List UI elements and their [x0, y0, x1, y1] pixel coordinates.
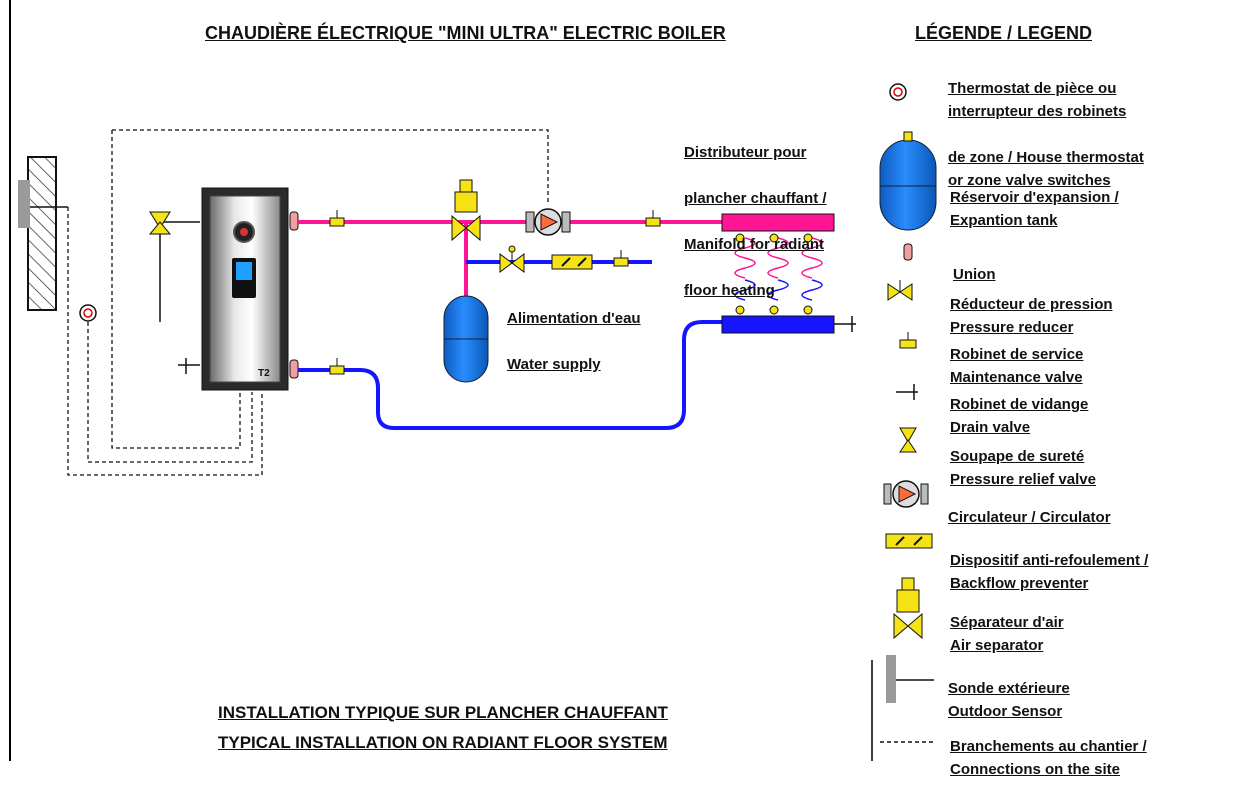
bottom-title-line1: INSTALLATION TYPIQUE SUR PLANCHER CHAUFF…: [218, 703, 668, 722]
legend-item-circulator: Circulateur / Circulator: [948, 509, 1111, 526]
union-icon: [903, 243, 913, 261]
legend-item-backflow: Dispositif anti-refoulement /Backflow pr…: [950, 552, 1149, 592]
supply-manifold: [721, 213, 835, 232]
circulator-icon: [883, 480, 929, 508]
legend-item-expansion-tank: Réservoir d'expansion /Expantion tank: [950, 189, 1119, 229]
expansion-tank-icon: [879, 131, 937, 231]
pressure-reducer-icon: [887, 280, 913, 301]
exterior-wall: [18, 156, 68, 311]
air-separator-icon: [893, 577, 923, 640]
backflow-preventer: [551, 254, 593, 270]
thermostat-icon: [889, 83, 907, 101]
site-wiring: [67, 129, 549, 476]
legend-item-union: Union: [953, 266, 996, 283]
manifold-label: Distributeur pour plancher chauffant / M…: [684, 144, 827, 299]
expansion-tank: [443, 295, 489, 383]
boiler-drain: [178, 358, 200, 374]
service-valves: [329, 210, 661, 375]
relief-valve: [148, 211, 200, 322]
main-title: CHAUDIÈRE ÉLECTRIQUE "MINI ULTRA" ELECTR…: [205, 23, 726, 43]
backflow-preventer-icon: [885, 533, 933, 549]
pressure-relief-valve-icon: [899, 427, 917, 453]
return-union: [289, 359, 299, 379]
bottom-title-line2: TYPICAL INSTALLATION ON RADIANT FLOOR SY…: [218, 733, 668, 752]
outdoor-sensor-icon: [886, 655, 934, 703]
room-thermostat: [79, 304, 97, 322]
drain-valve-icon: [896, 384, 918, 400]
pressure-reducer: [499, 245, 525, 273]
maintenance-valve-icon: [899, 332, 917, 349]
boiler-badge: T2: [258, 368, 270, 379]
air-separator: [451, 179, 481, 242]
electric-boiler: T2: [201, 187, 289, 391]
circulator: [525, 208, 571, 236]
manifold-drain: [834, 316, 856, 332]
loop-valves: [735, 233, 813, 315]
legend-title: LÉGENDE / LEGEND: [915, 23, 1093, 43]
water-supply-label: Alimentation d'eau Water supply: [507, 310, 641, 373]
return-pipe: [298, 320, 722, 430]
outdoor-sensor: [18, 180, 30, 228]
legend-item-site-connections: Branchements au chantier /Connections on…: [950, 738, 1147, 778]
radiant-loops: [734, 237, 823, 301]
supply-union: [289, 211, 299, 231]
diagram-canvas: T2: [9, 0, 937, 761]
